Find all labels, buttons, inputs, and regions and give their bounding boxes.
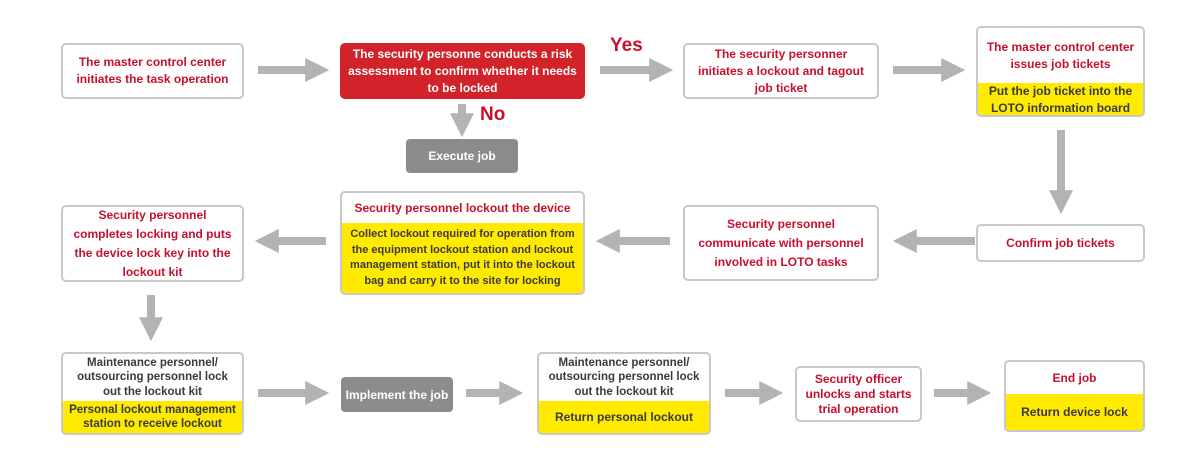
yes-label: Yes xyxy=(610,35,643,56)
initiate-ticket-box: The security personner initiates a locko… xyxy=(683,43,879,99)
completes-locking-text: Security personnel completes locking and… xyxy=(73,207,232,279)
communicate-box: Security personnel communicate with pers… xyxy=(683,205,879,281)
end-job-title: End job xyxy=(1052,370,1097,385)
issue-tickets-note: Put the job ticket into the LOTO informa… xyxy=(988,84,1133,115)
maint-lockout2-box: Maintenance personnel/ outsourcing perso… xyxy=(537,352,711,435)
no-label: No xyxy=(480,104,506,125)
communicate-text: Security personnel communicate with pers… xyxy=(698,216,864,269)
execute-job-text: Execute job xyxy=(428,149,496,163)
execute-job-box: Execute job xyxy=(406,139,518,173)
risk-assessment-box: The security personne conducts a risk as… xyxy=(340,43,585,99)
maint-lockout2-note: Return personal lockout xyxy=(554,409,694,424)
issue-tickets-title: The master control center issues job tic… xyxy=(986,39,1135,71)
master-control-box: The master control center initiates the … xyxy=(61,43,244,99)
end-job-box: End job Return device lock xyxy=(1004,360,1145,432)
issue-tickets-box: The master control center issues job tic… xyxy=(976,26,1145,117)
lockout-device-box: Security personnel lockout the device Co… xyxy=(340,191,585,295)
officer-unlocks-text: Security officer unlocks and starts tria… xyxy=(805,371,912,416)
officer-unlocks-box: Security officer unlocks and starts tria… xyxy=(795,366,922,422)
end-job-note: Return device lock xyxy=(1021,404,1128,419)
implement-job-box: Implement the job xyxy=(341,377,453,412)
implement-job-text: Implement the job xyxy=(345,387,449,402)
completes-locking-box: Security personnel completes locking and… xyxy=(61,205,244,282)
maint-lockout-note: Personal lockout management station to r… xyxy=(69,403,236,431)
lockout-device-title: Security personnel lockout the device xyxy=(354,200,571,215)
confirm-tickets-box: Confirm job tickets xyxy=(976,224,1145,262)
maint-lockout-box: Maintenance personnel/ outsourcing perso… xyxy=(61,352,244,435)
confirm-tickets-text: Confirm job tickets xyxy=(1006,235,1115,250)
lockout-device-note: Collect lockout required for operation f… xyxy=(350,228,575,287)
master-control-text: The master control center initiates the … xyxy=(76,55,229,86)
maint-lockout-title: Maintenance personnel/ outsourcing perso… xyxy=(77,356,228,398)
maint-lockout2-title: Maintenance personnel/ outsourcing perso… xyxy=(548,356,700,398)
initiate-ticket-text: The security personner initiates a locko… xyxy=(697,46,864,95)
risk-assessment-text: The security personne conducts a risk as… xyxy=(348,46,577,95)
